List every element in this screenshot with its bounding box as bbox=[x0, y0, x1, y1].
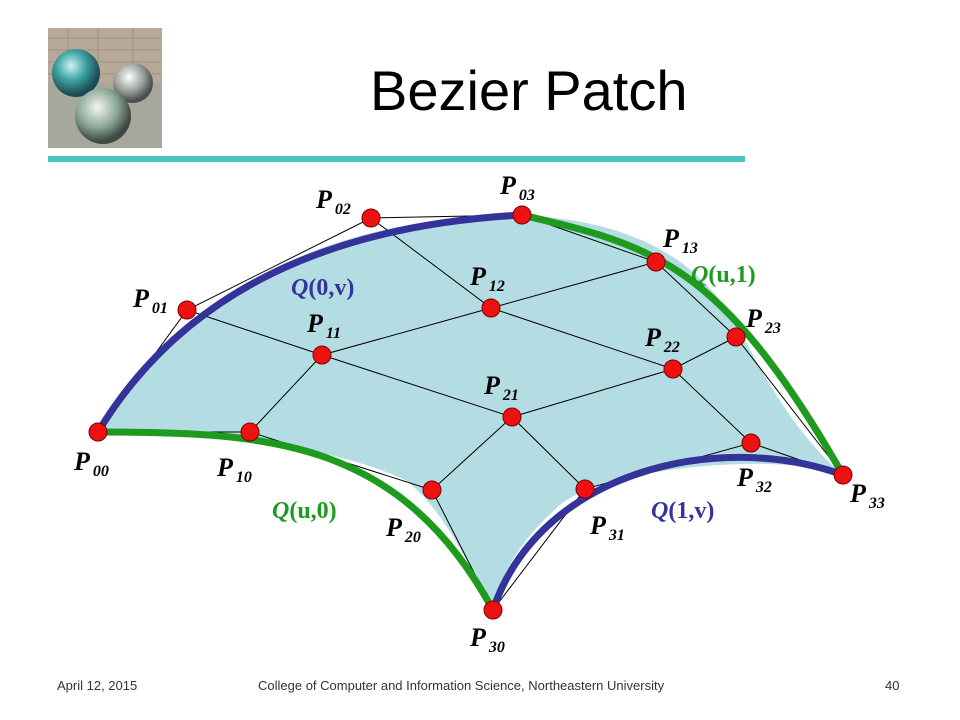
curve-q-1-v bbox=[489, 453, 847, 614]
footer-organization: College of Computer and Information Scie… bbox=[258, 678, 665, 693]
control-point-p20 bbox=[422, 480, 442, 500]
control-point-p02 bbox=[361, 208, 381, 228]
control-point-p03 bbox=[512, 205, 532, 225]
label-q-u-0: Q(u,0) bbox=[272, 498, 337, 524]
control-point-p13 bbox=[646, 252, 666, 272]
control-point-p30 bbox=[483, 600, 503, 620]
footer-date: April 12, 2015 bbox=[57, 678, 138, 693]
slide-title: Bezier Patch bbox=[370, 59, 688, 122]
control-point-p10 bbox=[240, 422, 260, 442]
patch-surface bbox=[98, 215, 843, 610]
label-q-0-v: Q(0,v) bbox=[291, 275, 354, 301]
control-point-p22 bbox=[663, 359, 683, 379]
control-point-p31 bbox=[575, 479, 595, 499]
label-q-1-v: Q(1,v) bbox=[651, 498, 714, 524]
control-point-p11 bbox=[312, 345, 332, 365]
control-point-p00 bbox=[88, 422, 108, 442]
curve-q-u-0 bbox=[94, 428, 497, 614]
control-point-p12 bbox=[481, 298, 501, 318]
logo-image bbox=[48, 28, 162, 148]
control-point-p32 bbox=[741, 433, 761, 453]
curve-q-0-v bbox=[94, 211, 526, 436]
title-rule bbox=[48, 156, 745, 162]
footer-page-number: 40 bbox=[885, 678, 900, 693]
control-point-p01 bbox=[177, 300, 197, 320]
control-point-p21 bbox=[502, 407, 522, 427]
label-q-u-1: Q(u,1) bbox=[691, 262, 756, 288]
control-point-p23 bbox=[726, 327, 746, 347]
curve-q-u-1 bbox=[518, 211, 847, 479]
control-point-p33 bbox=[833, 465, 853, 485]
